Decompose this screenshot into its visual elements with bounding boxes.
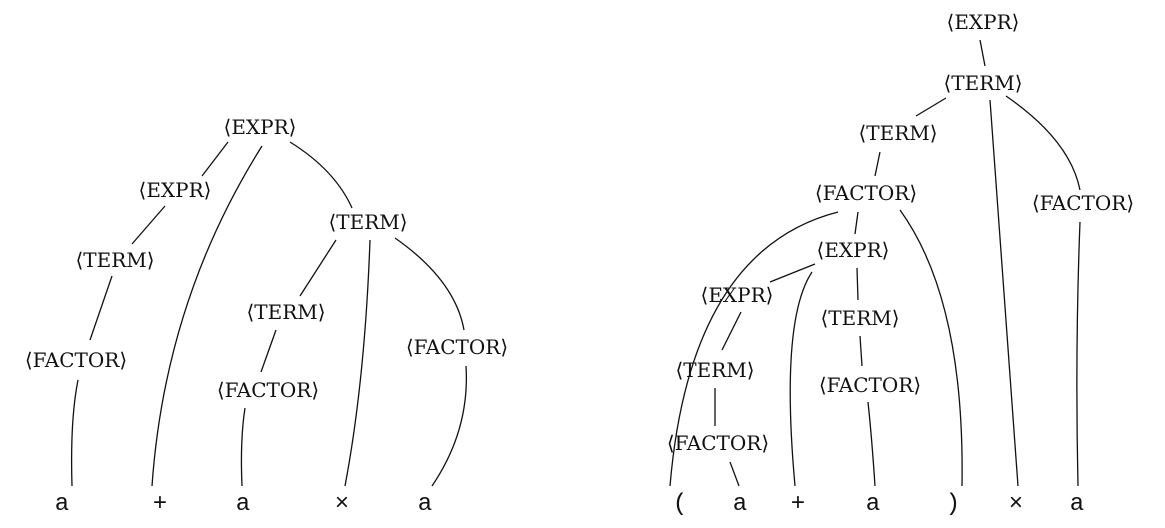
leaf-token: a xyxy=(733,491,747,518)
node-expr: ⟨EXPR⟩ xyxy=(701,283,774,307)
leaf-token: + xyxy=(791,491,805,518)
node-term: ⟨TERM⟩ xyxy=(820,306,899,330)
node-term: ⟨TERM⟩ xyxy=(943,71,1022,95)
leaf-token: a xyxy=(866,491,880,518)
node-term: ⟨TERM⟩ xyxy=(246,300,325,324)
leaf-token: × xyxy=(335,491,349,518)
node-term: ⟨TERM⟩ xyxy=(75,248,154,272)
node-term: ⟨TERM⟩ xyxy=(328,210,407,234)
node-factor: ⟨FACTOR⟩ xyxy=(217,378,319,402)
node-expr: ⟨EXPR⟩ xyxy=(817,238,890,262)
node-factor: ⟨FACTOR⟩ xyxy=(815,181,917,205)
node-factor: ⟨FACTOR⟩ xyxy=(819,373,921,397)
node-factor: ⟨FACTOR⟩ xyxy=(1032,191,1134,215)
left-parse-tree: ⟨EXPR⟩ ⟨EXPR⟩ ⟨TERM⟩ ⟨FACTOR⟩ ⟨TERM⟩ ⟨TE… xyxy=(25,115,508,518)
leaf-token: a xyxy=(55,491,69,518)
node-factor: ⟨FACTOR⟩ xyxy=(667,431,769,455)
leaf-token: ) xyxy=(946,491,960,518)
node-expr: ⟨EXPR⟩ xyxy=(224,115,297,139)
leaf-token: + xyxy=(153,491,167,518)
node-expr: ⟨EXPR⟩ xyxy=(139,178,212,202)
right-parse-tree: ⟨EXPR⟩ ⟨TERM⟩ ⟨TERM⟩ ⟨FACTOR⟩ ⟨FACTOR⟩ ⟨… xyxy=(667,10,1134,518)
leaf-token: a xyxy=(418,491,432,518)
edges xyxy=(669,39,1081,487)
edges xyxy=(70,141,468,487)
leaf-token: ( xyxy=(673,491,687,518)
leaf-token: a xyxy=(1070,491,1084,518)
node-term: ⟨TERM⟩ xyxy=(675,358,754,382)
leaf-token: a xyxy=(236,491,250,518)
node-term: ⟨TERM⟩ xyxy=(858,121,937,145)
node-factor: ⟨FACTOR⟩ xyxy=(25,348,127,372)
node-expr: ⟨EXPR⟩ xyxy=(947,10,1020,34)
leaf-token: × xyxy=(1009,491,1023,518)
node-factor: ⟨FACTOR⟩ xyxy=(406,335,508,359)
